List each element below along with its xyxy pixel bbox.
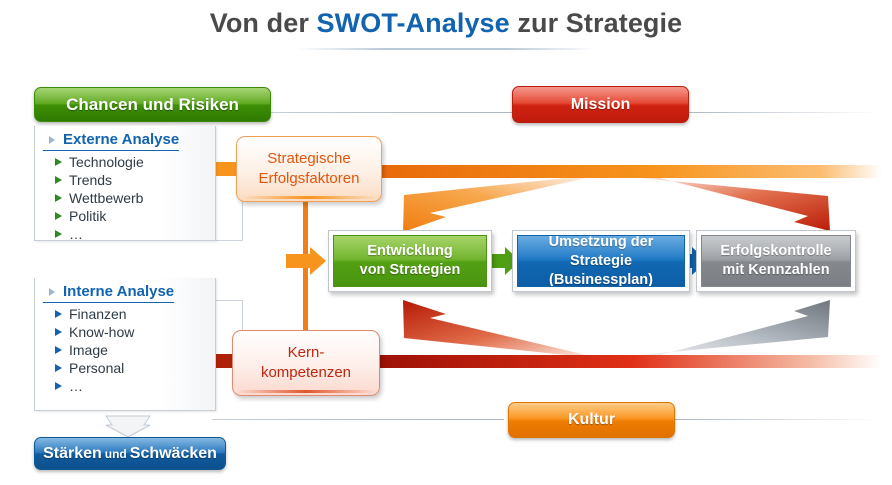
weaknesses-label: Schwäcken [129, 444, 217, 462]
internal-analysis-panel: Interne Analyse Finanzen Know-how Image … [34, 278, 216, 411]
banner-opportunities-risks: Chancen und Risiken [34, 87, 271, 122]
triangle-bullet-icon [55, 346, 62, 354]
external-heading-label: Externe Analyse [63, 131, 180, 148]
title-underline-rule [296, 48, 596, 50]
kultur-rule-right [672, 419, 880, 420]
title-highlight: SWOT-Analyse [316, 8, 510, 38]
mission-label: Mission [570, 95, 631, 113]
box-success-control: Erfolgskontrolle mit Kennzahlen [696, 230, 856, 292]
success-control-text: Erfolgskontrolle mit Kennzahlen [720, 242, 831, 280]
triangle-bullet-icon [55, 212, 62, 220]
mission-to-control-arrow [640, 178, 830, 231]
success-factors-text: Strategische Erfolgsfaktoren [259, 149, 360, 189]
triangle-bullet-icon [55, 328, 62, 336]
triangle-bullet-icon [55, 230, 62, 238]
box-strategy-implementation: Umsetzung der Strategie (Businessplan) [512, 230, 690, 292]
strengths-conjunction: und [104, 446, 127, 461]
list-item: Image [55, 341, 215, 359]
strategy-development-text: Entwicklung von Strategien [360, 242, 461, 280]
mission-to-strategy-arrow [403, 178, 586, 232]
banner-culture: Kultur [508, 402, 675, 438]
triangle-bullet-icon [55, 194, 62, 202]
list-item-label: Finanzen [69, 306, 127, 322]
success-control-inner: Erfolgskontrolle mit Kennzahlen [701, 235, 851, 287]
list-item: Wettbewerb [55, 189, 215, 207]
success-control-line2: mit Kennzahlen [722, 262, 830, 278]
strategy-development-line2: von Strategien [359, 262, 461, 278]
list-item: Personal [55, 359, 215, 377]
triangle-bullet-icon [55, 364, 62, 372]
list-item-label: Personal [69, 360, 125, 376]
list-item-label: … [69, 378, 83, 394]
internal-analysis-heading: Interne Analyse [43, 278, 175, 303]
internal-analysis-list: Finanzen Know-how Image Personal … [35, 305, 215, 395]
triangle-bullet-icon [49, 288, 55, 296]
core-competence-line1: Kern- [287, 344, 325, 361]
culture-label: Kultur [567, 411, 616, 428]
banner-opportunities-label: Chancen und Risiken [66, 94, 239, 114]
success-factors-line1: Strategische [267, 150, 351, 167]
list-item: Technologie [55, 153, 215, 171]
culture-flow-bar [380, 355, 882, 368]
core-competence-text: Kern- kompetenzen [261, 343, 351, 383]
list-item: Finanzen [55, 305, 215, 323]
banner-mission: Mission [512, 86, 689, 123]
triangle-bullet-icon [55, 310, 62, 318]
success-control-line1: Erfolgskontrolle [720, 243, 832, 259]
culture-to-control-arrow [640, 300, 830, 355]
triangle-bullet-icon [49, 136, 55, 144]
strategy-implementation-line2: (Businessplan) [549, 271, 653, 287]
strengths-up-arrow-icon [105, 415, 151, 438]
mission-rule-left [258, 112, 516, 113]
box-success-factors: Strategische Erfolgsfaktoren [236, 136, 382, 202]
box-strategy-development: Entwicklung von Strategien [328, 230, 492, 292]
title-suffix: zur Strategie [509, 8, 683, 38]
external-analysis-list: Technologie Trends Wettbewerb Politik … [35, 153, 215, 243]
triangle-bullet-icon [55, 158, 62, 166]
list-item-label: Politik [69, 208, 107, 224]
strategy-development-inner: Entwicklung von Strategien [333, 235, 487, 287]
mission-rule-right [684, 112, 880, 113]
title-prefix: Von der [209, 8, 317, 38]
list-item-label: Image [69, 342, 108, 358]
list-item: Politik [55, 207, 215, 225]
box-core-competence: Kern- kompetenzen [232, 330, 380, 396]
core-competence-line2: kompetenzen [260, 364, 352, 381]
success-factors-line2: Erfolgsfaktoren [258, 170, 360, 187]
list-item: … [55, 377, 215, 395]
softbox-vertical-connector [303, 178, 308, 338]
strategy-development-line1: Entwicklung [367, 243, 453, 259]
list-item: … [55, 225, 215, 243]
strategy-implementation-text: Umsetzung der Strategie (Businessplan) [518, 235, 684, 287]
culture-to-strategy-arrow [403, 300, 586, 355]
list-item: Trends [55, 171, 215, 189]
list-item: Know-how [55, 323, 215, 341]
strategy-implementation-line1: Umsetzung der Strategie [548, 235, 654, 269]
list-item-label: Know-how [69, 324, 135, 340]
strategy-implementation-inner: Umsetzung der Strategie (Businessplan) [517, 235, 685, 287]
mission-flow-bar [380, 165, 882, 178]
page-title: Von der SWOT-Analyse zur Strategie [0, 8, 892, 39]
kultur-rule-left [212, 419, 504, 420]
list-item-label: … [69, 226, 83, 242]
external-analysis-panel: Externe Analyse Technologie Trends Wettb… [34, 126, 216, 243]
triangle-bullet-icon [55, 382, 62, 390]
list-item-label: Wettbewerb [69, 190, 144, 206]
success-to-strategy-arrow [286, 247, 326, 275]
list-item-label: Trends [69, 172, 113, 188]
external-bracket [213, 165, 243, 241]
list-item-label: Technologie [69, 154, 144, 170]
strengths-label: Stärken [43, 444, 102, 462]
external-analysis-heading: Externe Analyse [43, 126, 180, 151]
triangle-bullet-icon [55, 176, 62, 184]
internal-heading-label: Interne Analyse [63, 283, 175, 300]
